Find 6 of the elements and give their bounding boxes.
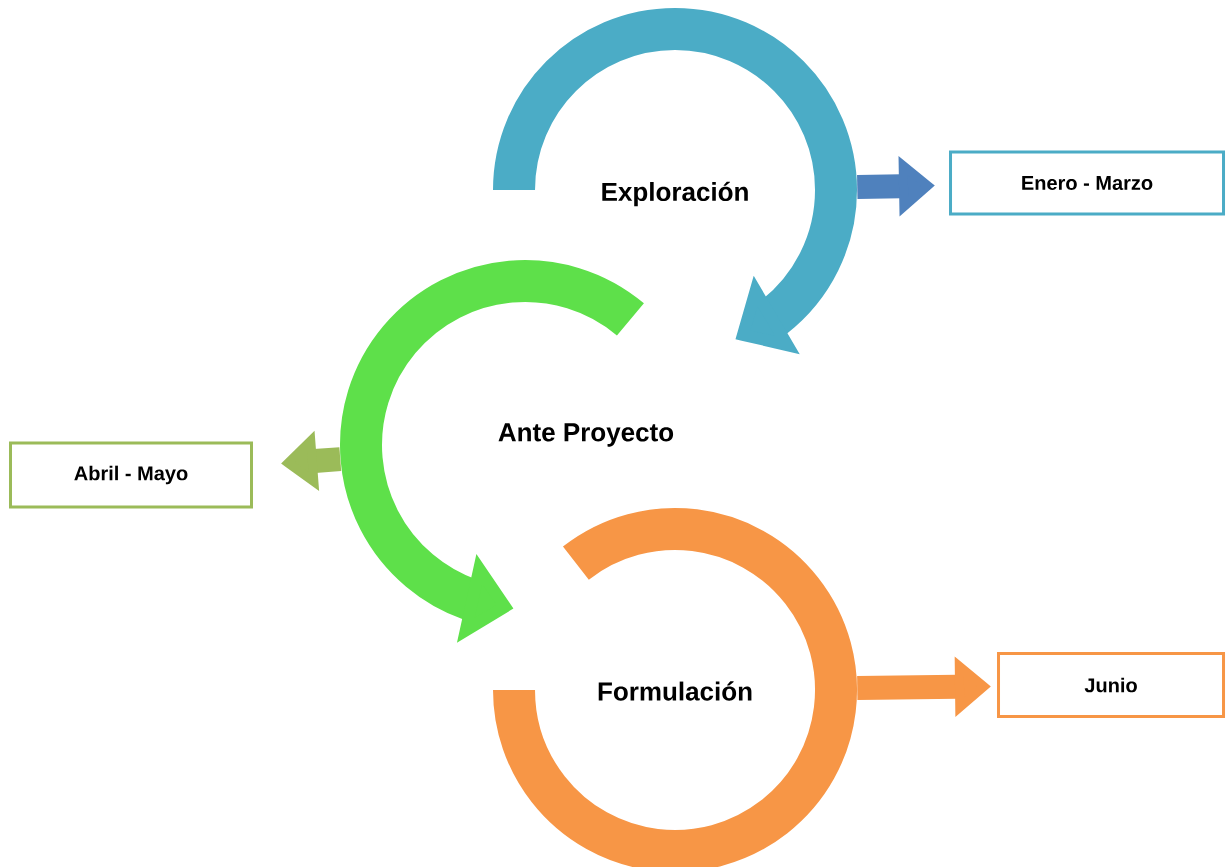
date-box: Junio <box>997 652 1225 718</box>
stage-label: Ante Proyecto <box>498 423 674 447</box>
date-box: Abril - Mayo <box>9 441 253 509</box>
date-box: Enero - Marzo <box>949 150 1225 216</box>
stage-label: Exploración <box>602 181 748 207</box>
stage-label: Formulación <box>598 681 752 701</box>
